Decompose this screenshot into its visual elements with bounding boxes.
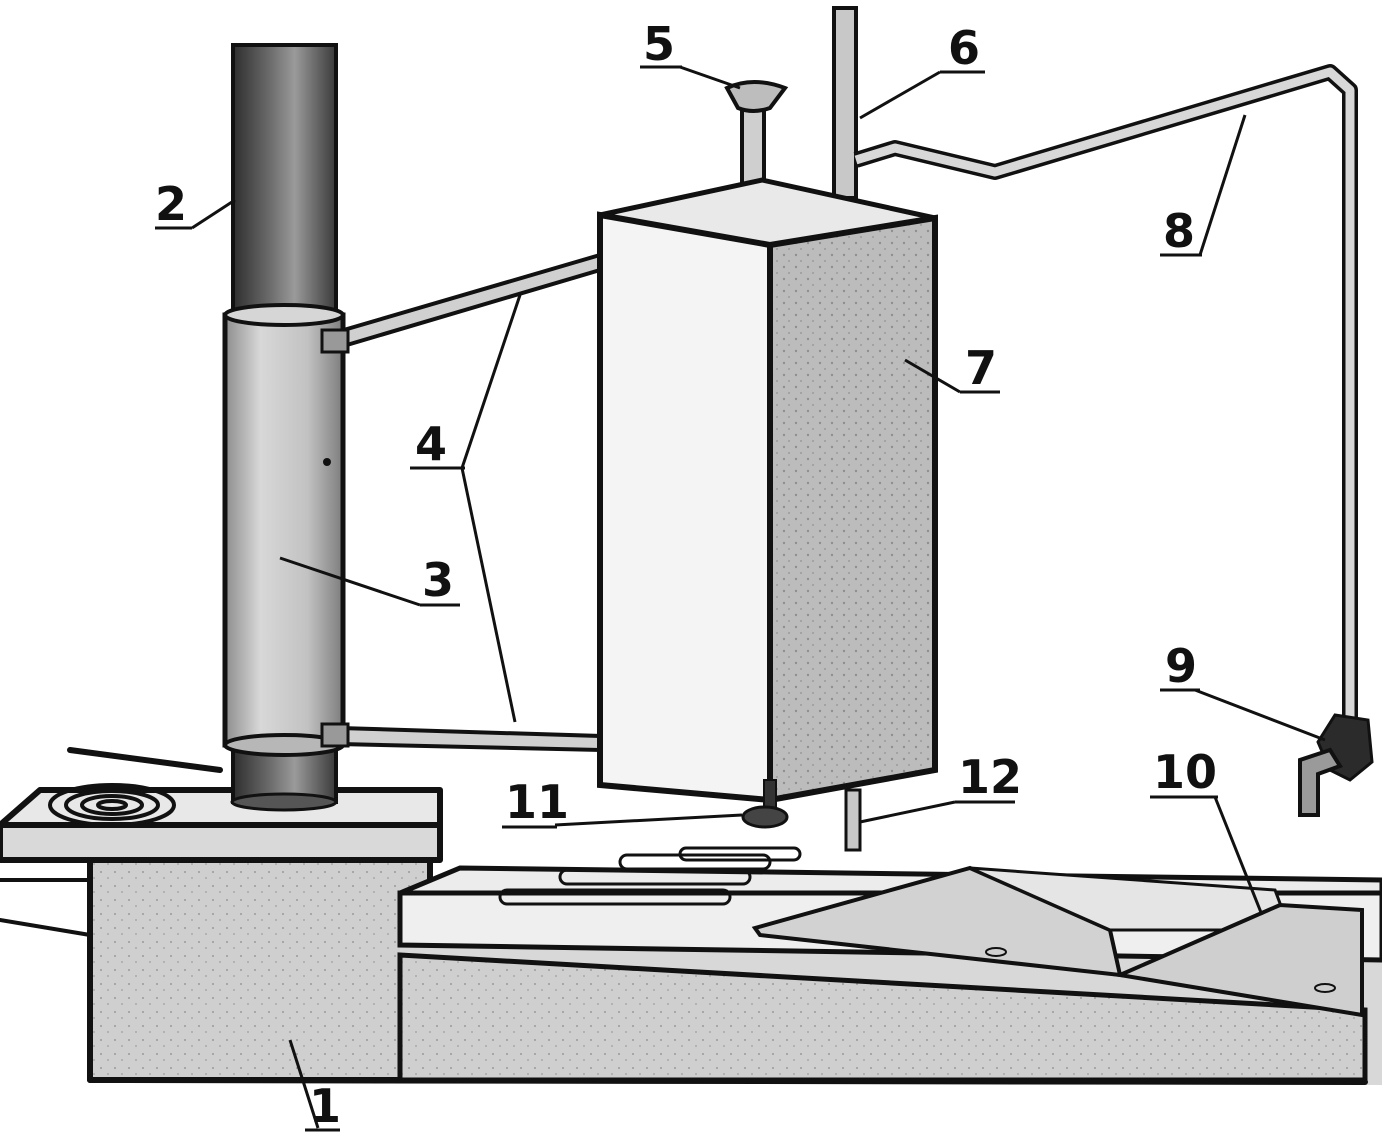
label-2: 2 bbox=[155, 177, 187, 231]
leader-lines bbox=[155, 65, 1326, 1132]
hotplate-burner bbox=[48, 783, 176, 827]
water-tank bbox=[597, 177, 938, 804]
vent-pipe bbox=[832, 6, 858, 200]
label-8: 8 bbox=[1163, 204, 1195, 258]
label-7: 7 bbox=[965, 341, 997, 395]
stove bbox=[0, 747, 443, 1083]
label-3: 3 bbox=[422, 553, 454, 607]
label-9: 9 bbox=[1165, 639, 1197, 693]
label-10: 10 bbox=[1153, 745, 1217, 799]
hot-water-pipe bbox=[853, 64, 1358, 720]
fill-pipe-with-cap bbox=[724, 80, 789, 187]
label-12: 12 bbox=[958, 750, 1022, 804]
label-11: 11 bbox=[505, 775, 569, 829]
number-labels: 1 2 3 4 5 6 7 8 9 10 11 12 bbox=[155, 17, 1217, 1133]
label-1: 1 bbox=[309, 1079, 341, 1133]
heat-exchanger-jacket bbox=[222, 303, 346, 757]
drain-valve bbox=[741, 779, 789, 829]
label-6: 6 bbox=[948, 21, 980, 75]
label-4: 4 bbox=[415, 417, 447, 471]
circulation-pipes bbox=[320, 252, 602, 753]
label-5: 5 bbox=[643, 17, 675, 71]
overflow-pipe bbox=[844, 788, 862, 852]
sink-basin-right bbox=[1113, 902, 1364, 1018]
faucet bbox=[1298, 713, 1374, 817]
drainboard-ridges bbox=[498, 846, 802, 906]
